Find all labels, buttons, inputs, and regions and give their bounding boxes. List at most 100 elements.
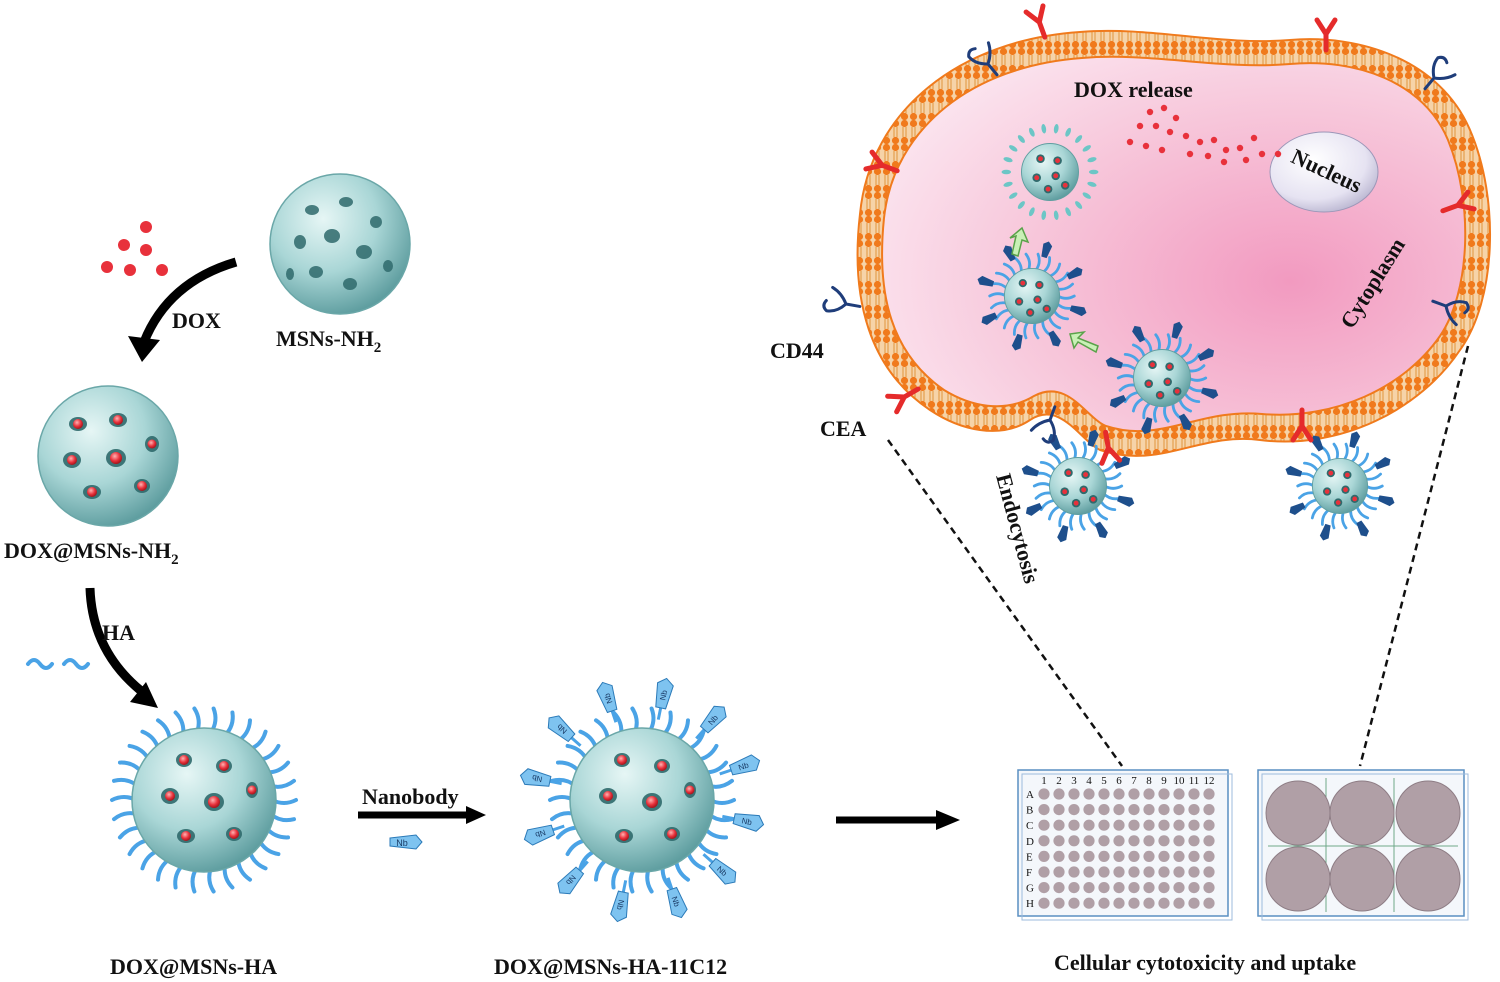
well xyxy=(1068,788,1080,800)
plate-row-label: E xyxy=(1026,851,1033,863)
dox-molecules xyxy=(101,221,168,276)
plate-row-label: D xyxy=(1026,836,1034,848)
well xyxy=(1173,788,1185,800)
plate-col-label: 2 xyxy=(1056,775,1062,787)
nb-tag-label: Nb xyxy=(737,760,750,772)
well xyxy=(1068,804,1080,816)
well xyxy=(1188,835,1200,847)
cell-nanoparticle xyxy=(1105,321,1219,435)
dox-label: DOX xyxy=(172,308,221,333)
well xyxy=(1143,819,1155,831)
plate-col-label: 7 xyxy=(1131,775,1137,787)
well xyxy=(1158,897,1170,909)
endocytosis-label: Endocytosis xyxy=(991,471,1044,587)
nb-tag: Nb xyxy=(695,705,727,740)
msns-nh2-particle xyxy=(269,173,411,315)
well xyxy=(1113,897,1125,909)
nb-tag-label: Nb xyxy=(531,773,543,784)
well xyxy=(1083,850,1095,863)
well xyxy=(1158,788,1170,800)
well xyxy=(1038,835,1050,847)
well xyxy=(1128,788,1140,800)
well xyxy=(1098,835,1110,847)
plate-col-label: 5 xyxy=(1101,775,1107,787)
nb-tag: Nb xyxy=(666,877,688,919)
well xyxy=(1143,850,1155,863)
cea-receptor xyxy=(1099,429,1123,466)
well xyxy=(1158,850,1170,863)
well xyxy=(1083,866,1095,878)
well xyxy=(1068,866,1080,878)
well xyxy=(1173,835,1185,847)
nb-tag: Nb xyxy=(523,824,565,846)
well xyxy=(1128,866,1140,878)
well xyxy=(1113,850,1125,863)
well xyxy=(1173,850,1185,863)
well xyxy=(1053,882,1065,894)
cd44-receptor xyxy=(1029,405,1057,444)
cd44-receptor xyxy=(967,41,999,77)
well xyxy=(1053,788,1065,800)
plate-col-label: 6 xyxy=(1116,775,1122,787)
cd44-receptor xyxy=(1431,299,1470,327)
nanobody-label: Nanobody xyxy=(362,784,459,809)
well xyxy=(1158,835,1170,847)
ha-coating-arrowhead xyxy=(130,682,158,708)
cea-receptor xyxy=(1023,3,1048,40)
well xyxy=(1038,850,1050,863)
nb-tag: Nb xyxy=(596,681,618,723)
well xyxy=(1188,866,1200,878)
well xyxy=(1203,788,1215,800)
nb-fragment: Nb xyxy=(389,834,423,850)
well xyxy=(1158,819,1170,831)
well xyxy=(1173,882,1185,894)
plate-col-label: 10 xyxy=(1174,775,1186,787)
nucleus xyxy=(1269,131,1379,213)
well xyxy=(1128,819,1140,831)
cea-receptor xyxy=(885,386,921,415)
well xyxy=(1098,819,1110,831)
zoom-line-left xyxy=(886,439,1124,767)
well xyxy=(1143,882,1155,894)
well xyxy=(1068,850,1080,863)
well xyxy=(1128,804,1140,816)
cell-nanoparticle xyxy=(1021,429,1135,543)
well xyxy=(1173,897,1185,909)
well xyxy=(1188,850,1200,863)
well xyxy=(1113,866,1125,878)
well xyxy=(1173,804,1185,816)
well xyxy=(1113,788,1125,800)
well xyxy=(1038,882,1050,894)
well xyxy=(1068,897,1080,909)
well xyxy=(1038,788,1050,800)
plate-6-well xyxy=(1257,769,1469,921)
nb-tag-label: Nb xyxy=(658,689,669,701)
nb-tag-label: Nb xyxy=(602,692,614,705)
well xyxy=(1113,835,1125,847)
well xyxy=(1038,804,1050,816)
msns-nh2-label: MSNs-NH2 xyxy=(276,326,381,356)
cd44-label: CD44 xyxy=(770,338,824,363)
dox-release-label: DOX release xyxy=(1074,77,1193,102)
well xyxy=(1038,866,1050,878)
well xyxy=(1068,882,1080,894)
well xyxy=(1098,866,1110,878)
well xyxy=(1068,819,1080,831)
well xyxy=(1188,788,1200,800)
ha-chains xyxy=(26,658,90,670)
released-dox xyxy=(1126,104,1282,166)
well xyxy=(1098,897,1110,909)
cea-receptor xyxy=(1440,189,1477,214)
nb-tag-label: Nb xyxy=(670,895,682,908)
plate-col-label: 3 xyxy=(1071,775,1077,787)
plate-col-label: 1 xyxy=(1041,775,1047,787)
well xyxy=(1083,835,1095,847)
cell-nanoparticle xyxy=(1001,124,1099,220)
cd44-receptor xyxy=(822,285,862,313)
well xyxy=(1143,897,1155,909)
well xyxy=(1113,819,1125,831)
plate-row-label: F xyxy=(1026,867,1032,879)
cell-nanoparticle xyxy=(977,241,1087,351)
well xyxy=(1203,897,1215,909)
